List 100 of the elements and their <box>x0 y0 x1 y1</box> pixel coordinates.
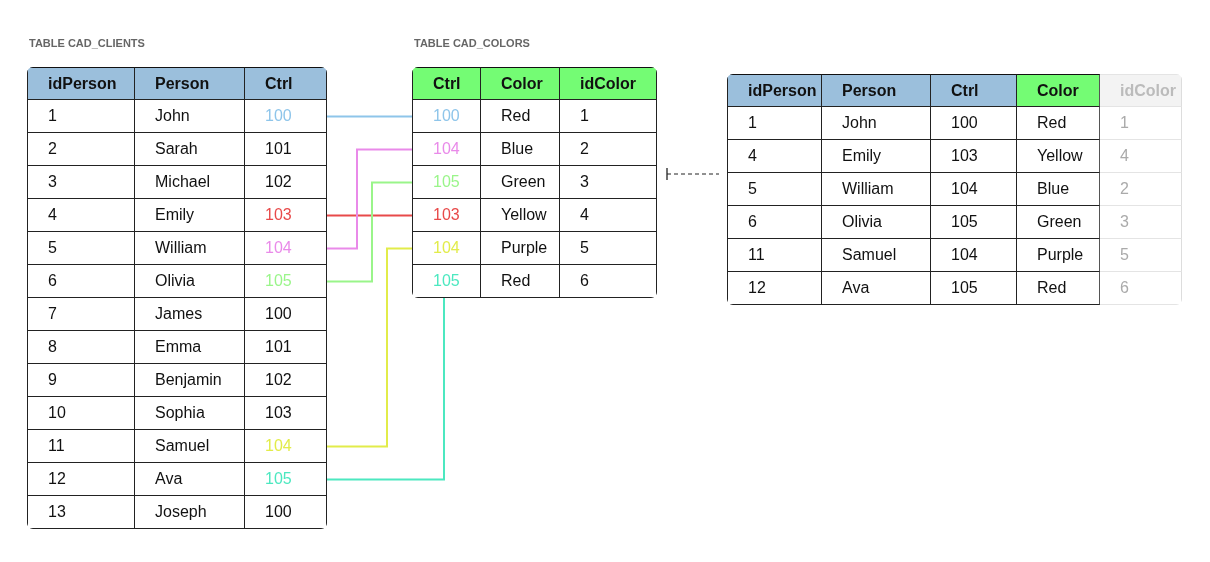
table-value: Samuel <box>135 430 245 463</box>
table-value: Yellow <box>481 199 560 232</box>
connector-line <box>326 297 445 481</box>
table-value: 4 <box>560 199 657 232</box>
table-value: 5 <box>1100 239 1182 272</box>
table-value: 103 <box>245 199 327 232</box>
table-row <box>412 166 657 199</box>
table-value: 104 <box>931 173 1017 206</box>
table-title: TABLE CAD_COLORS <box>414 37 530 49</box>
table-value: 11 <box>27 430 135 463</box>
table-value: Purple <box>1017 239 1100 272</box>
table-value: 101 <box>245 331 327 364</box>
table-value: Joseph <box>135 496 245 529</box>
column-header: idColor <box>560 67 657 100</box>
table-value: Purple <box>481 232 560 265</box>
table-value: Emma <box>135 331 245 364</box>
table-value: 103 <box>245 397 327 430</box>
table-row <box>27 430 327 463</box>
column-header: idColor <box>1100 74 1182 107</box>
connector-line <box>326 214 413 217</box>
table-value: 6 <box>727 206 822 239</box>
column-header: Ctrl <box>412 67 481 100</box>
table-value: James <box>135 298 245 331</box>
header-row <box>727 74 1182 107</box>
table-value: Green <box>1017 206 1100 239</box>
table-value: 105 <box>931 272 1017 305</box>
table-value: Emily <box>822 140 931 173</box>
table-value: 12 <box>27 463 135 496</box>
table-value: 1 <box>27 100 135 133</box>
table-value: Emily <box>135 199 245 232</box>
table-value: 104 <box>412 133 481 166</box>
column-header: Ctrl <box>931 74 1017 107</box>
table-value: 100 <box>245 100 327 133</box>
table-value: 1 <box>560 100 657 133</box>
column-header: Color <box>1017 74 1100 107</box>
table-value: Red <box>481 265 560 298</box>
connector-line <box>326 148 413 250</box>
table-value: 104 <box>245 232 327 265</box>
data-table <box>727 74 1182 305</box>
table-value: William <box>822 173 931 206</box>
table-value: 4 <box>727 140 822 173</box>
column-header: Color <box>481 67 560 100</box>
connector-line <box>326 115 413 118</box>
connector-line <box>326 247 413 448</box>
table-value: Benjamin <box>135 364 245 397</box>
table-value: 104 <box>245 430 327 463</box>
table-value: 8 <box>27 331 135 364</box>
table-row <box>412 133 657 166</box>
table-value: Red <box>1017 107 1100 140</box>
table-row <box>27 331 327 364</box>
table-row <box>27 298 327 331</box>
table-value: 1 <box>727 107 822 140</box>
table-value: 9 <box>27 364 135 397</box>
table-title: TABLE CAD_CLIENTS <box>29 37 145 49</box>
table-value: Ava <box>135 463 245 496</box>
table-value: 6 <box>27 265 135 298</box>
column-header: Ctrl <box>245 67 327 100</box>
table-value: Ava <box>822 272 931 305</box>
table-value: 2 <box>560 133 657 166</box>
table-value: 105 <box>931 206 1017 239</box>
column-header: Person <box>822 74 931 107</box>
table-value: 104 <box>412 232 481 265</box>
table-row <box>27 496 327 529</box>
table-value: 12 <box>727 272 822 305</box>
table-value: Red <box>1017 272 1100 305</box>
table-row <box>727 272 1182 305</box>
table-value: Michael <box>135 166 245 199</box>
table-value: Blue <box>1017 173 1100 206</box>
table-value: 3 <box>560 166 657 199</box>
dashed-connector <box>666 167 720 181</box>
table-row <box>27 100 327 133</box>
table-value: 100 <box>245 298 327 331</box>
table-value: 5 <box>560 232 657 265</box>
table-value: Red <box>481 100 560 133</box>
column-header: Person <box>135 67 245 100</box>
table-value: 1 <box>1100 107 1182 140</box>
table-value: 11 <box>727 239 822 272</box>
table-row <box>727 239 1182 272</box>
table-value: Yellow <box>1017 140 1100 173</box>
table-row <box>727 107 1182 140</box>
table-value: Green <box>481 166 560 199</box>
table-value: 3 <box>27 166 135 199</box>
table-value: John <box>135 100 245 133</box>
table-value: 105 <box>245 265 327 298</box>
table-row <box>727 206 1182 239</box>
table-row <box>27 463 327 496</box>
table-value: 102 <box>245 166 327 199</box>
table-value: 6 <box>560 265 657 298</box>
table-value: 100 <box>931 107 1017 140</box>
table-value: 102 <box>245 364 327 397</box>
table-row <box>27 166 327 199</box>
table-value: Samuel <box>822 239 931 272</box>
table-value: 105 <box>412 265 481 298</box>
table-value: 4 <box>27 199 135 232</box>
table-value: 103 <box>931 140 1017 173</box>
table-row <box>27 265 327 298</box>
table-value: William <box>135 232 245 265</box>
table-value: 7 <box>27 298 135 331</box>
table-value: 100 <box>412 100 481 133</box>
table-row <box>412 199 657 232</box>
